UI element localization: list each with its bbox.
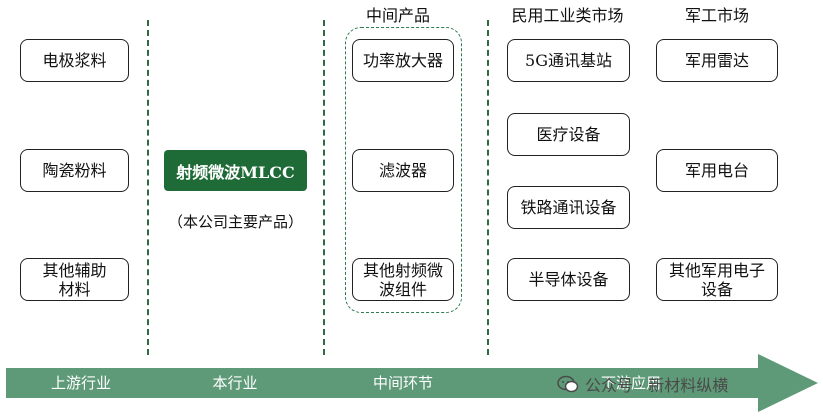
box-rf-components: 其他射频微波组件 (352, 258, 454, 301)
header-civil-market: 民用工业类市场 (511, 6, 624, 25)
watermark-text: 公众号 · 新材料纵横 (585, 376, 729, 395)
box-semiconductor-equipment: 半导体设备 (507, 258, 630, 301)
box-filter: 滤波器 (352, 149, 454, 192)
separator-midstream-downstream (487, 20, 489, 355)
box-other-military-electronics: 其他军用电子设备 (656, 258, 778, 301)
stage-label-upstream: 上游行业 (50, 374, 111, 392)
company-product-note: （本公司主要产品） (168, 213, 304, 231)
box-5g-base-station: 5G通讯基站 (507, 39, 630, 82)
box-other-aux-materials: 其他辅助材料 (20, 258, 129, 301)
box-railway-comm: 铁路通讯设备 (507, 186, 630, 229)
watermark: 公众号 · 新材料纵横 (557, 372, 728, 396)
stage-label-industry: 本行业 (212, 374, 258, 392)
separator-industry-midstream (323, 20, 325, 355)
separator-upstream-industry (147, 20, 149, 355)
stage-label-midstream: 中间环节 (372, 374, 433, 392)
box-electrode-paste: 电极浆料 (20, 39, 129, 82)
box-military-radio: 军用电台 (656, 149, 778, 192)
value-chain-arrow-shape (6, 354, 818, 412)
box-military-radar: 军用雷达 (656, 39, 778, 82)
box-ceramic-powder: 陶瓷粉料 (20, 149, 129, 192)
header-military-market: 军工市场 (684, 6, 749, 25)
midstream-group-outline (345, 27, 462, 313)
stage-label-downstream: 下游应用 (600, 374, 661, 392)
core-product-mlcc: 射频微波MLCC (164, 150, 307, 191)
box-power-amplifier: 功率放大器 (352, 39, 454, 82)
wechat-icon (557, 375, 579, 393)
box-medical-equipment: 医疗设备 (507, 113, 630, 156)
header-midstream: 中间产品 (365, 6, 430, 25)
